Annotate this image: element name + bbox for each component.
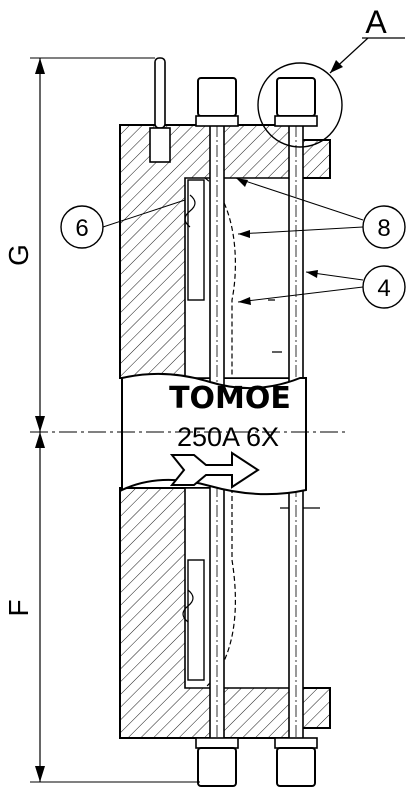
- detail-a: A: [257, 4, 405, 148]
- callout-8-arrow-2: [238, 230, 250, 238]
- eye-bolt: [149, 57, 171, 163]
- stud-right-washer-top: [274, 115, 318, 127]
- callout-4-label: 4: [377, 275, 390, 302]
- disc-profile-upper: [204, 177, 236, 378]
- dim-f-arrow-top: [35, 432, 45, 448]
- callout-8-arrow-1: [236, 178, 248, 187]
- callout-8: 8: [235, 177, 406, 249]
- seat-ring-lower: [187, 559, 205, 681]
- stud-left-washer-top: [195, 115, 239, 127]
- valve-body: [119, 124, 331, 739]
- spring-coil: [182, 194, 196, 623]
- callout-4-arrow-2: [306, 270, 318, 278]
- callout-4-arrow-1: [238, 297, 251, 305]
- eye-bolt-rod: [154, 57, 166, 129]
- callout-4-leader-1: [237, 286, 364, 303]
- callout-6: 6: [60, 199, 186, 249]
- eye-bolt-nut: [149, 127, 171, 163]
- dim-g-arrow-top: [35, 58, 45, 74]
- stud-right-washer-bottom: [274, 737, 318, 749]
- detail-a-circle: [257, 62, 343, 148]
- dim-g-label: G: [3, 244, 34, 266]
- dimension-f: F: [3, 432, 200, 783]
- detail-a-label: A: [365, 4, 387, 40]
- callout-8-leader-2: [237, 226, 364, 235]
- callout-8-balloon: [362, 205, 406, 249]
- nameplate-model: 250A 6X: [177, 422, 279, 452]
- dimension-g: G: [3, 57, 155, 432]
- callout-6-label: 6: [75, 215, 88, 242]
- dim-g-arrow-bottom: [35, 416, 45, 432]
- stud-left-washer-bottom: [195, 737, 239, 749]
- callout-8-leader-1: [235, 177, 364, 221]
- nameplate-band: TOMOE 250A 6X: [121, 372, 307, 496]
- stud-left-nut-top: [197, 77, 237, 117]
- seat-ring-upper: [187, 179, 205, 301]
- stud-right-nut-bottom: [276, 747, 316, 787]
- nameplate-brand: TOMOE: [169, 381, 291, 416]
- flow-arrow-icon: [169, 451, 260, 489]
- callout-6-balloon: [60, 205, 104, 249]
- callout-4-balloon: [362, 265, 406, 309]
- callout-8-label: 8: [377, 215, 390, 242]
- dim-f-label: F: [3, 599, 34, 616]
- callout-4: 4: [237, 265, 406, 309]
- dim-f-arrow-bottom: [35, 766, 45, 782]
- stud-right-nut-top: [276, 77, 316, 117]
- callout-6-leader: [102, 199, 186, 228]
- stud-left-nut-bottom: [197, 747, 237, 787]
- detail-a-arrow: [330, 60, 343, 73]
